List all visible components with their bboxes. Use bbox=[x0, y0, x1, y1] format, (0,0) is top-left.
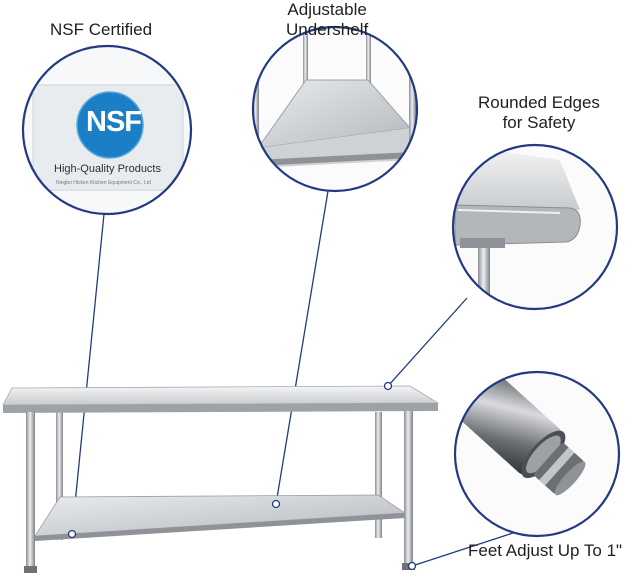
leader-line-feet bbox=[411, 532, 514, 567]
nsf-logo bbox=[77, 92, 143, 158]
leader-line-shelf bbox=[275, 190, 329, 505]
callout-nsf-circle bbox=[21, 44, 193, 216]
label-adjustable-undershelf: Adjustable Undershelf bbox=[286, 0, 369, 39]
leader-line-edges bbox=[387, 297, 468, 387]
callout-feet-circle bbox=[453, 370, 621, 538]
table-leg bbox=[404, 411, 413, 567]
leader-lines bbox=[71, 190, 514, 567]
label-feet-adjust: Feet Adjust Up To 1" bbox=[468, 541, 623, 560]
table-top bbox=[2, 385, 440, 406]
callout-undershelf-circle bbox=[251, 25, 419, 193]
nsf-logo-text: NSF bbox=[86, 106, 142, 138]
label-rounded-edges: Rounded Edges for Safety bbox=[478, 93, 600, 132]
leader-line-nsf bbox=[71, 213, 105, 535]
table-leg bbox=[26, 412, 35, 570]
nsf-maker: Ningbo Hicken Kitchen Equipment Co., Ltd bbox=[56, 180, 151, 186]
nsf-caption: High-Quality Products bbox=[54, 163, 161, 175]
label-nsf-certified: NSF Certified bbox=[50, 20, 153, 39]
table-undershelf bbox=[34, 494, 407, 537]
work-table bbox=[2, 381, 440, 573]
callout-edges-circle bbox=[451, 143, 619, 311]
